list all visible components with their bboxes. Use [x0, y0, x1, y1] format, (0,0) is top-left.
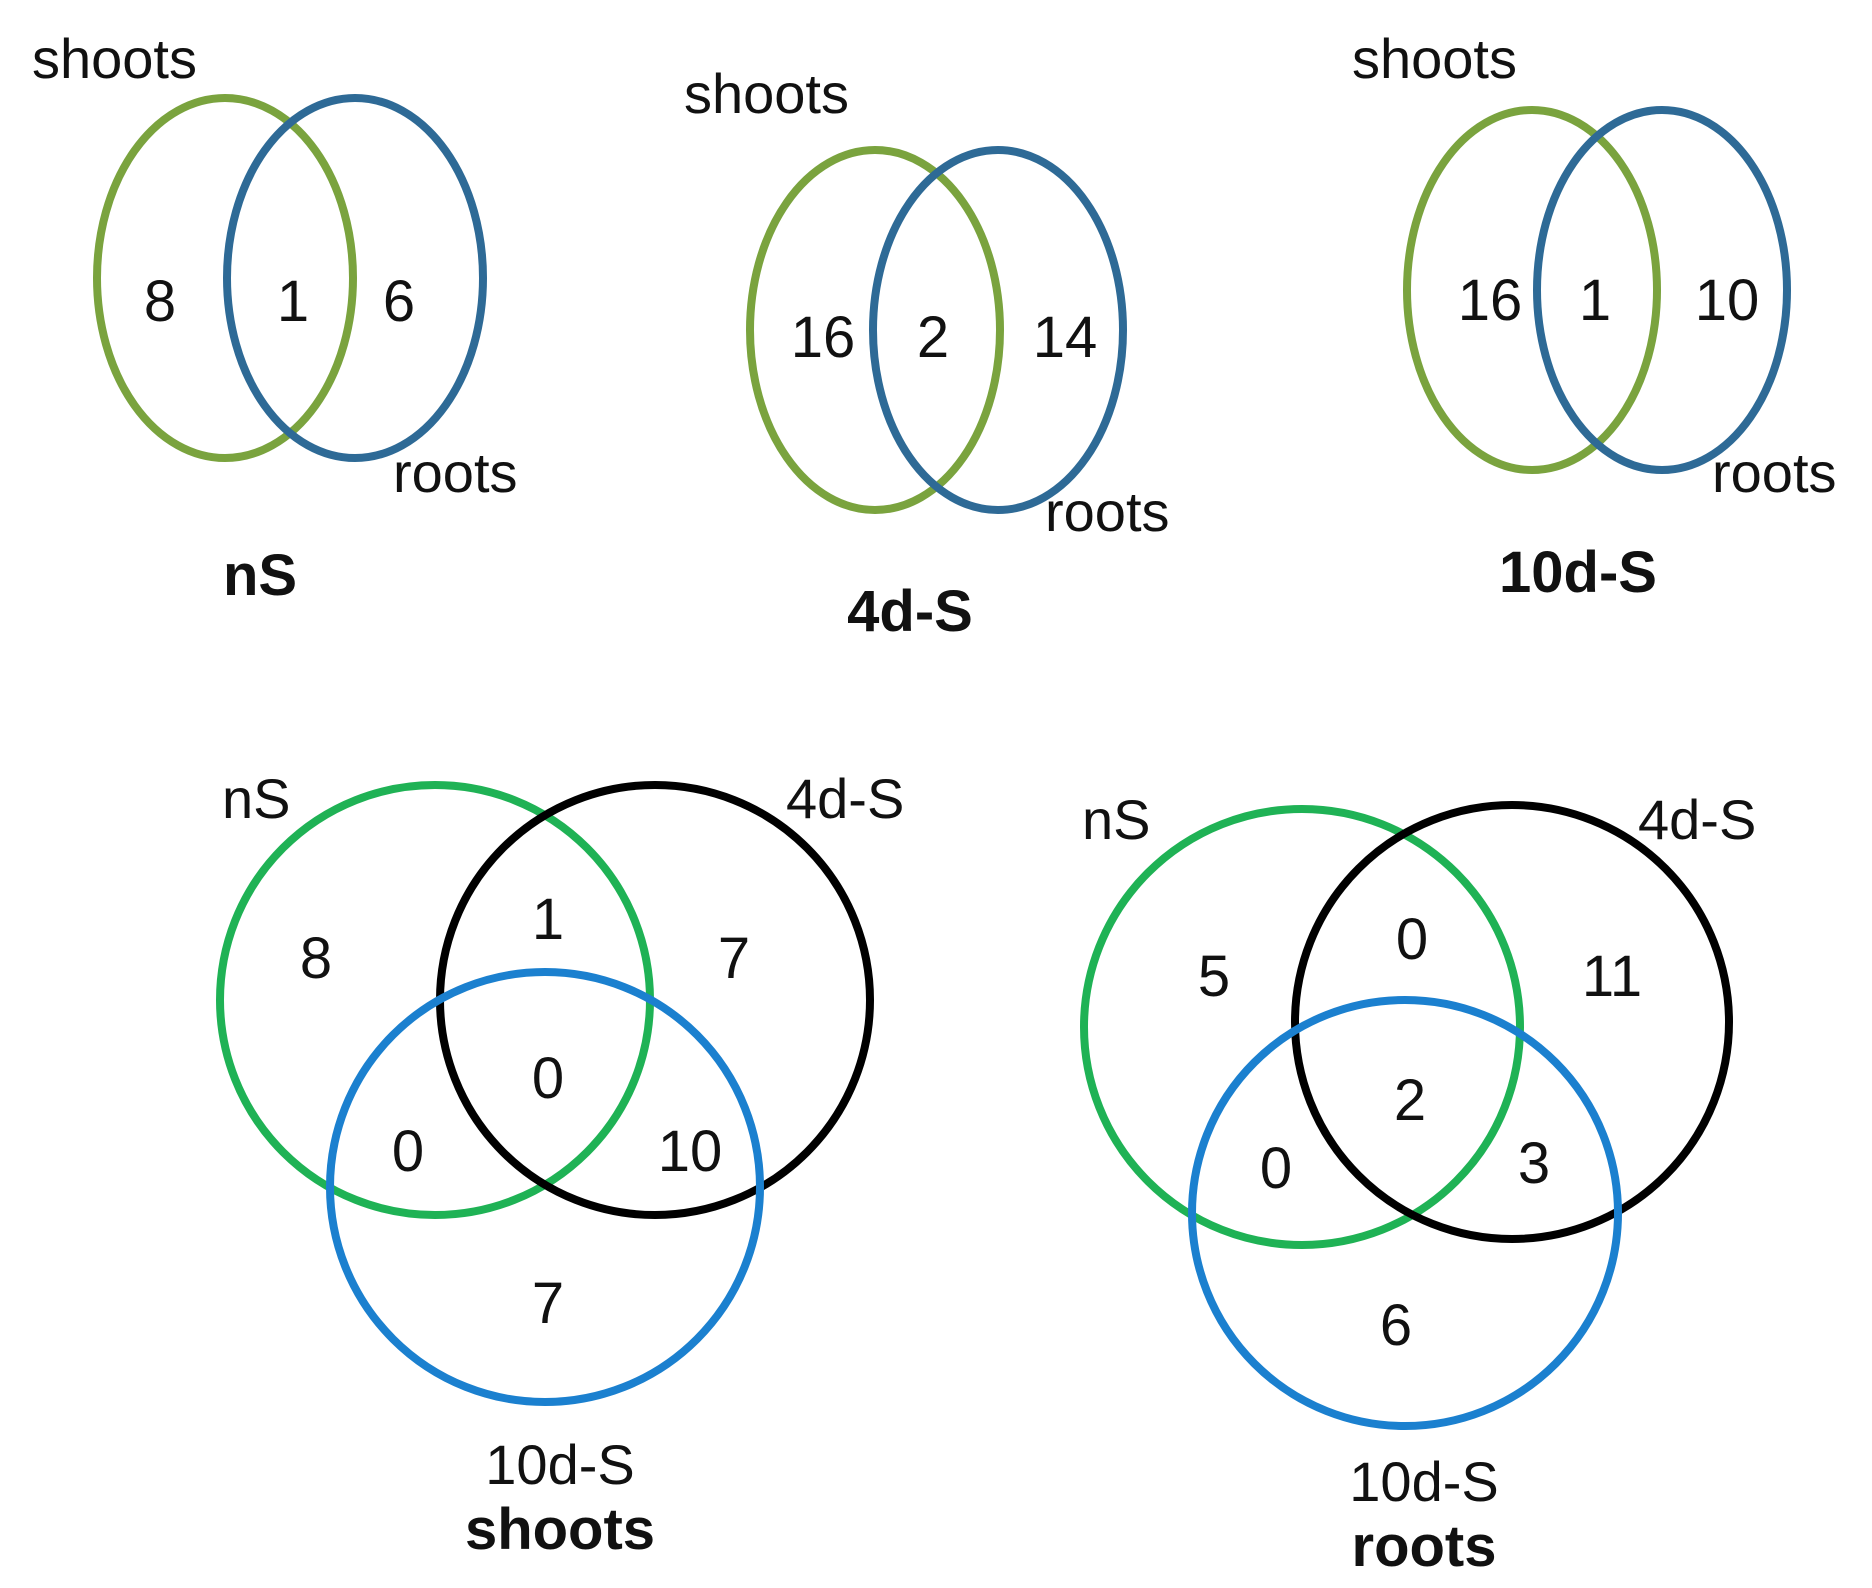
- shoots-ring: [746, 146, 1004, 514]
- count-all-three: 0: [532, 1046, 564, 1111]
- count-10d-only: 7: [532, 1271, 564, 1336]
- roots-ring: [869, 146, 1127, 514]
- venn-4d-shoots-roots: shoots roots 16 2 14 4d-S: [684, 62, 1170, 644]
- set-label-shoots: shoots: [1352, 27, 1517, 90]
- count-all-three: 2: [1394, 1068, 1426, 1133]
- shoots-ring: [93, 94, 357, 462]
- count-ns-10d: 0: [1260, 1136, 1292, 1201]
- set-label-shoots: shoots: [684, 62, 849, 125]
- count-ns-4d: 0: [1396, 907, 1428, 972]
- set-label-4d: 4d-S: [786, 767, 904, 830]
- set-label-roots: roots: [393, 441, 518, 504]
- count-shared: 1: [1579, 268, 1611, 333]
- count-shared: 1: [277, 269, 309, 334]
- count-shoots-only: 16: [1458, 268, 1523, 333]
- count-10d-only: 6: [1380, 1293, 1412, 1358]
- diagram-title-roots: roots: [1352, 1514, 1497, 1579]
- count-roots-only: 14: [1033, 305, 1098, 370]
- count-4d-only: 7: [718, 926, 750, 991]
- 4d-ring: [1291, 801, 1733, 1243]
- count-4d-10d: 3: [1518, 1131, 1550, 1196]
- set-label-10d: 10d-S: [1349, 1450, 1498, 1513]
- venn-10d-shoots-roots: shoots roots 16 1 10 10d-S: [1352, 27, 1837, 605]
- venn-ns-shoots-roots: shoots roots 8 1 6 nS: [32, 27, 518, 608]
- count-ns-10d: 0: [392, 1119, 424, 1184]
- shoots-ring: [1403, 106, 1661, 474]
- count-ns-only: 5: [1198, 944, 1230, 1009]
- count-roots-only: 6: [383, 269, 415, 334]
- diagram-title-shoots: shoots: [465, 1497, 655, 1562]
- set-label-ns: nS: [1082, 788, 1151, 851]
- roots-ring: [1533, 106, 1791, 474]
- count-ns-only: 8: [300, 926, 332, 991]
- count-4d-10d: 10: [658, 1119, 723, 1184]
- count-4d-only: 11: [1582, 944, 1642, 1009]
- ns-ring: [1080, 805, 1524, 1249]
- set-label-roots: roots: [1712, 441, 1837, 504]
- set-label-4d: 4d-S: [1638, 788, 1756, 851]
- set-label-ns: nS: [222, 767, 291, 830]
- set-label-shoots: shoots: [32, 27, 197, 90]
- roots-ring: [223, 94, 487, 462]
- count-shoots-only: 16: [791, 305, 856, 370]
- count-roots-only: 10: [1695, 268, 1760, 333]
- diagram-title-ns: nS: [223, 543, 297, 608]
- set-label-roots: roots: [1045, 480, 1170, 543]
- venn-shoots-three-way: nS 4d-S 10d-S 8 1 7 0 0 10 7 shoots: [216, 767, 904, 1562]
- 10d-ring: [1188, 996, 1622, 1430]
- count-shared: 2: [917, 305, 949, 370]
- count-shoots-only: 8: [144, 269, 176, 334]
- diagram-title-4d: 4d-S: [847, 579, 973, 644]
- venn-roots-three-way: nS 4d-S 10d-S 5 0 11 2 0 3 6 roots: [1080, 788, 1756, 1579]
- diagram-title-10d: 10d-S: [1499, 540, 1657, 605]
- 10d-ring: [326, 968, 764, 1406]
- set-label-10d: 10d-S: [485, 1433, 634, 1496]
- count-ns-4d: 1: [532, 887, 564, 952]
